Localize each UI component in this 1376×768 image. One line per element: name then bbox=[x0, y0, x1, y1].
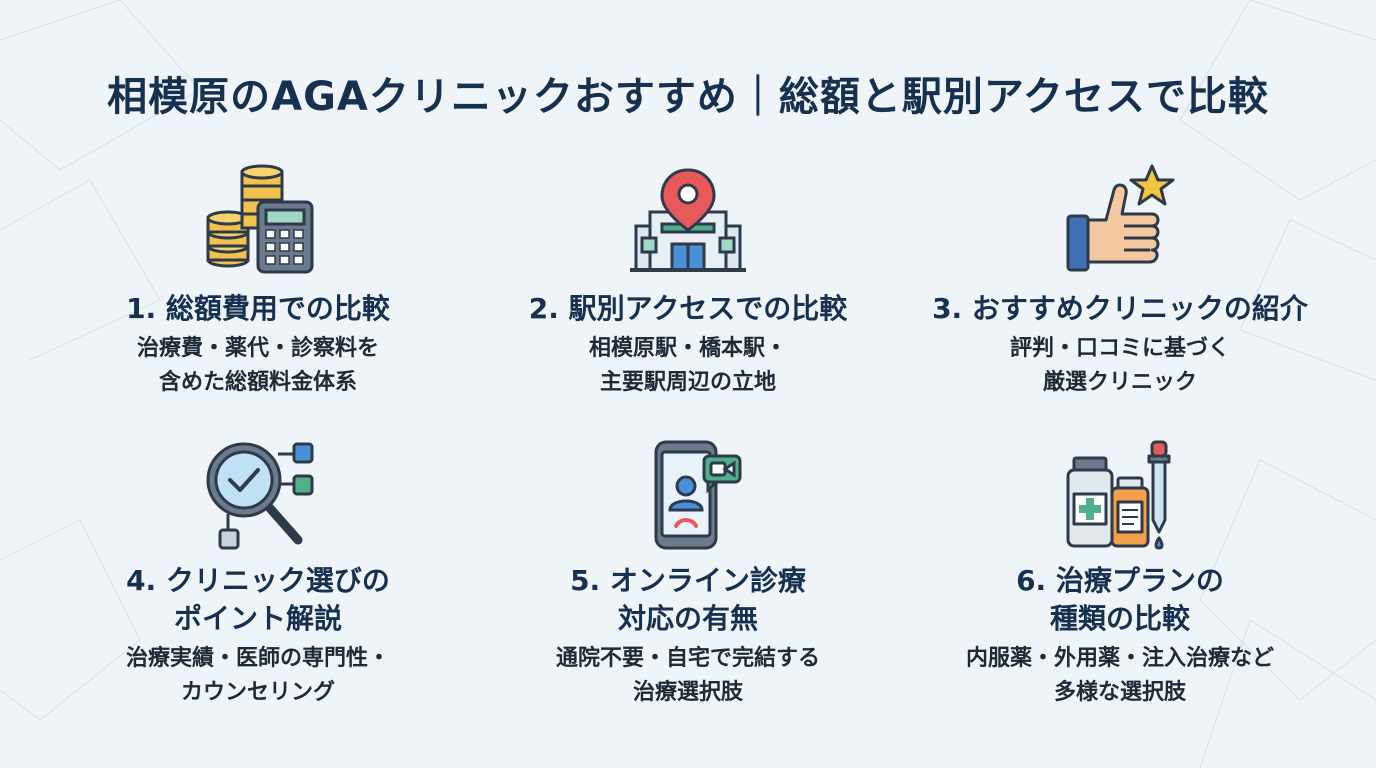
card-title: 種類の比較 bbox=[1049, 602, 1190, 635]
station-location-pin-icon bbox=[630, 168, 746, 272]
card-title: 3. おすすめクリニックの紹介 bbox=[932, 292, 1308, 325]
medicine-bottles-dropper-icon bbox=[1066, 440, 1171, 550]
card-desc-line: 治療費・薬代・診察料を bbox=[136, 336, 379, 361]
card-title: 5. オンライン診療 bbox=[570, 564, 806, 597]
magnifier-check-icon bbox=[206, 442, 314, 550]
card-desc-line: 相模原駅・橋本駅・ bbox=[588, 336, 787, 361]
card-title: 1. 総額費用での比較 bbox=[126, 292, 390, 325]
card-desc-line: 治療選択肢 bbox=[632, 680, 743, 705]
card-desc-line: 通院不要・自宅で完結する bbox=[555, 646, 820, 671]
card-title: 6. 治療プランの bbox=[1016, 564, 1224, 597]
card-desc-line: 主要駅周辺の立地 bbox=[599, 370, 776, 395]
card-online-consultation: 5. オンライン診療 対応の有無 通院不要・自宅で完結する 治療選択肢 bbox=[468, 440, 908, 710]
card-title: 4. クリニック選びの bbox=[126, 564, 390, 597]
card-selection-points: 4. クリニック選びの ポイント解説 治療実績・医師の専門性・ カウンセリング bbox=[38, 440, 478, 710]
thumbs-up-star-icon bbox=[1066, 164, 1175, 272]
card-desc-line: 内服薬・外用薬・注入治療など bbox=[965, 646, 1274, 671]
card-title: ポイント解説 bbox=[173, 602, 342, 635]
card-treatment-plans: 6. 治療プランの 種類の比較 内服薬・外用薬・注入治療など 多様な選択肢 bbox=[900, 440, 1340, 710]
card-desc-line: 治療実績・医師の専門性・ bbox=[125, 646, 390, 671]
card-total-cost: 1. 総額費用での比較 治療費・薬代・診察料を 含めた総額料金体系 bbox=[38, 164, 478, 400]
card-desc-line: カウンセリング bbox=[180, 680, 335, 705]
card-recommended-clinics: 3. おすすめクリニックの紹介 評判・口コミに基づく 厳選クリニック bbox=[900, 164, 1340, 400]
coins-calculator-icon bbox=[206, 164, 314, 274]
page-title: 相模原のAGAクリニックおすすめ｜総額と駅別アクセスで比較 bbox=[107, 74, 1269, 120]
card-desc-line: 厳選クリニック bbox=[1042, 370, 1197, 395]
card-desc-line: 評判・口コミに基づく bbox=[1009, 336, 1230, 361]
card-desc-line: 含めた総額料金体系 bbox=[158, 370, 357, 395]
card-station-access: 2. 駅別アクセスでの比較 相模原駅・橋本駅・ 主要駅周辺の立地 bbox=[468, 164, 908, 400]
smartphone-video-call-icon bbox=[654, 440, 742, 550]
card-title: 2. 駅別アクセスでの比較 bbox=[528, 292, 848, 325]
card-desc-line: 多様な選択肢 bbox=[1053, 680, 1186, 705]
card-title: 対応の有無 bbox=[617, 602, 758, 635]
